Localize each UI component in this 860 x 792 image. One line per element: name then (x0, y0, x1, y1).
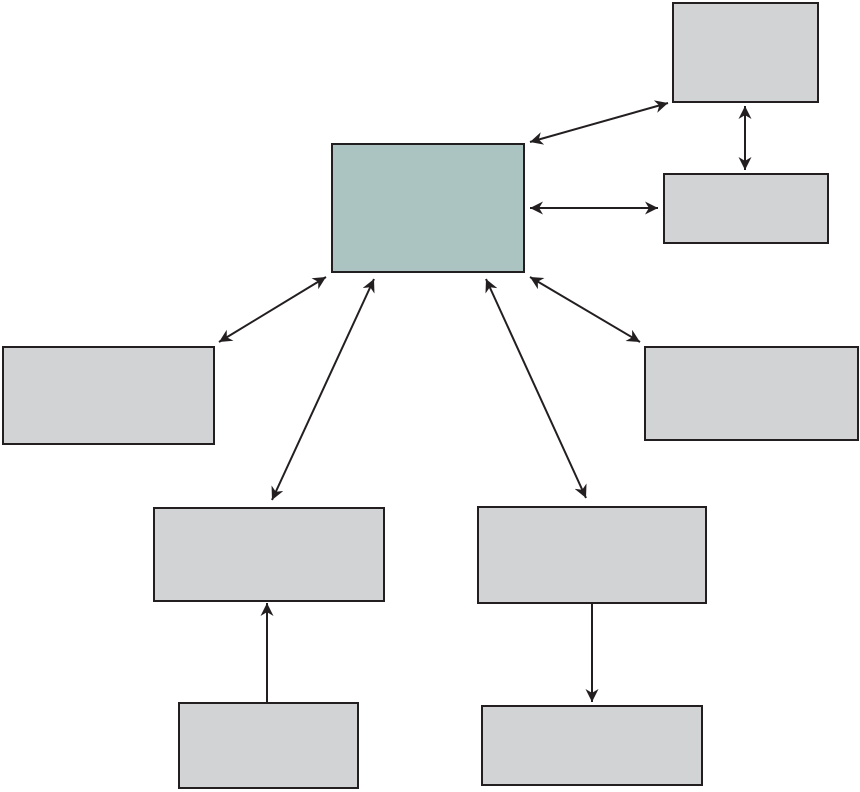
arrow-center-to-bottom-middle (485, 278, 587, 499)
node-right-upper-rect (663, 173, 829, 244)
node-bottom-middle-box (477, 506, 707, 604)
arrow-center-to-top-right (529, 100, 669, 145)
node-top-right-rect (672, 2, 819, 103)
node-center-box (331, 143, 525, 273)
node-right-lower-box (644, 346, 859, 441)
node-center-rect (331, 143, 525, 273)
node-left-rect (2, 346, 215, 445)
node-right-upper-box (663, 173, 829, 244)
node-bottom-left-rect (153, 507, 385, 602)
connections-layer (218, 100, 752, 702)
node-bottom-left-box (153, 507, 385, 602)
node-bottom-middle-child-box (481, 705, 703, 786)
node-left-box (2, 346, 215, 445)
node-bottom-left-child-box (178, 702, 359, 789)
node-top-right-box (672, 2, 819, 103)
node-bottom-middle-rect (477, 506, 707, 604)
node-right-lower-rect (644, 346, 859, 441)
arrow-center-to-bottom-left (271, 278, 375, 501)
node-bottom-left-child-rect (178, 702, 359, 789)
node-bottom-middle-child-rect (481, 705, 703, 786)
